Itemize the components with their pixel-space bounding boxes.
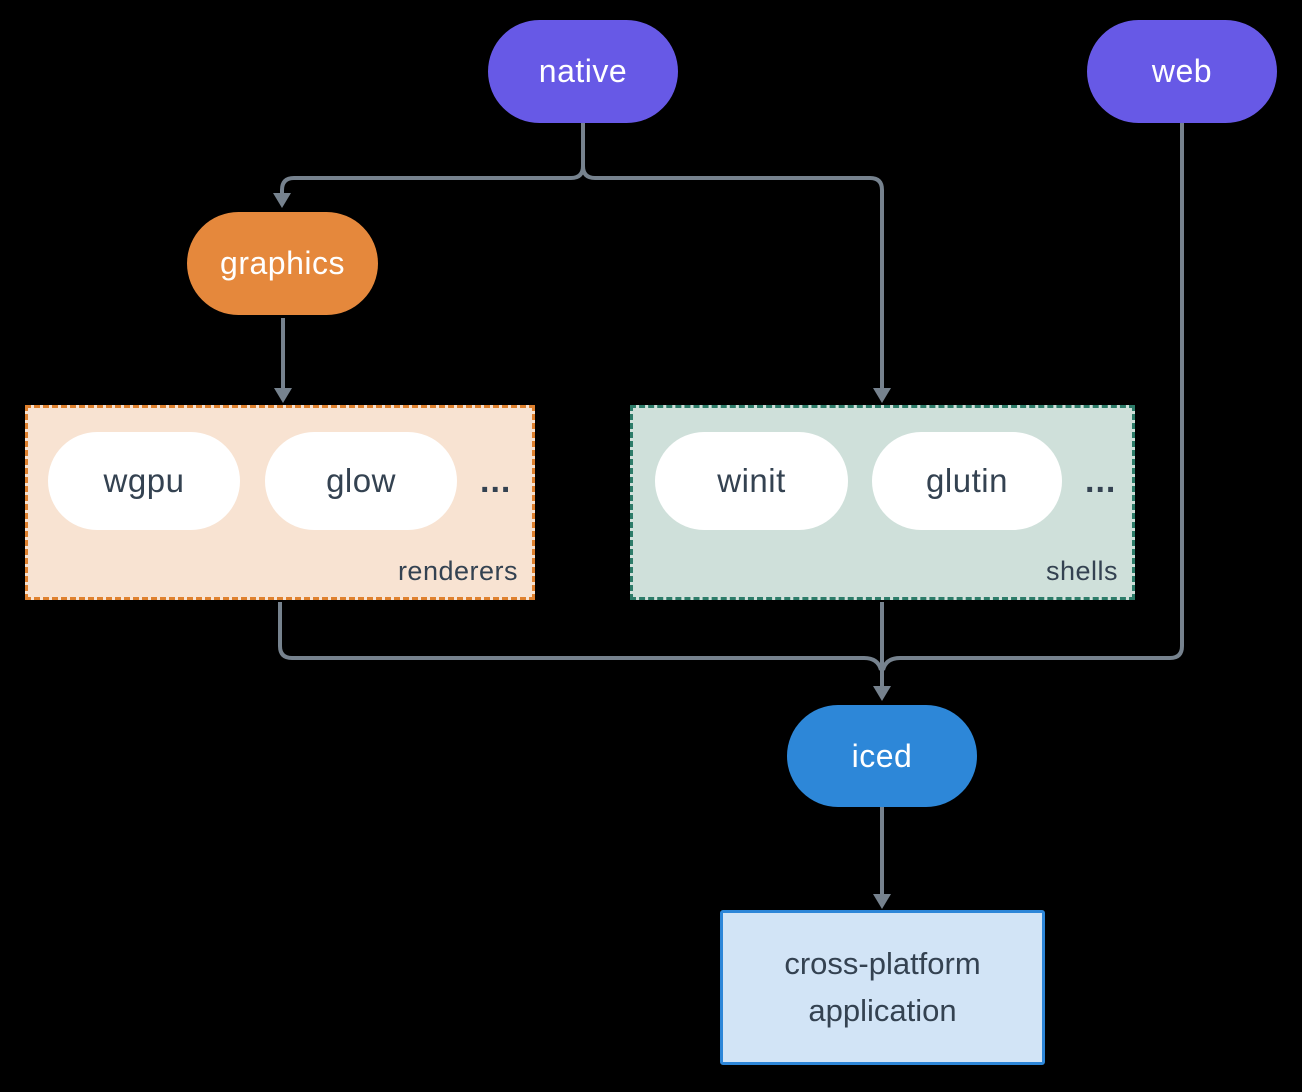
group-shells: winit glutin ... shells <box>630 405 1135 600</box>
node-glow-label: glow <box>326 462 396 499</box>
node-native-label: native <box>538 53 628 89</box>
node-winit: winit <box>655 432 848 530</box>
node-wgpu: wgpu <box>48 432 240 530</box>
arrowhead-iced <box>873 686 891 701</box>
node-iced: iced <box>787 705 977 807</box>
node-wgpu-label: wgpu <box>103 462 185 499</box>
edge-renderers-to-iced <box>278 602 883 671</box>
edge-web-to-iced <box>881 123 1184 671</box>
edge-native-to-graphics <box>280 123 585 194</box>
node-graphics: graphics <box>187 212 378 315</box>
node-web: web <box>1087 20 1277 123</box>
node-glutin: glutin <box>872 432 1062 530</box>
node-native: native <box>488 20 678 123</box>
node-winit-label: winit <box>717 462 786 499</box>
shells-ellipsis: ... <box>1085 461 1117 500</box>
renderers-group-label: renderers <box>397 556 518 586</box>
node-cross-platform-application-label: cross-platform application <box>784 946 981 1028</box>
group-renderers: wgpu glow ... renderers <box>25 405 535 600</box>
arrowhead-shells <box>873 388 891 403</box>
arrowhead-graphics <box>273 193 291 208</box>
shells-group-label: shells <box>1045 556 1118 586</box>
arrowhead-renderers <box>274 388 292 403</box>
renderers-ellipsis: ... <box>480 461 512 500</box>
node-graphics-label: graphics <box>220 245 345 281</box>
node-glow: glow <box>265 432 457 530</box>
node-iced-label: iced <box>851 737 913 774</box>
edge-native-to-shells <box>581 165 884 389</box>
node-web-label: web <box>1151 53 1213 89</box>
node-cross-platform-application: cross-platform application <box>720 910 1045 1065</box>
node-glutin-label: glutin <box>926 462 1008 499</box>
arrowhead-application <box>873 894 891 909</box>
